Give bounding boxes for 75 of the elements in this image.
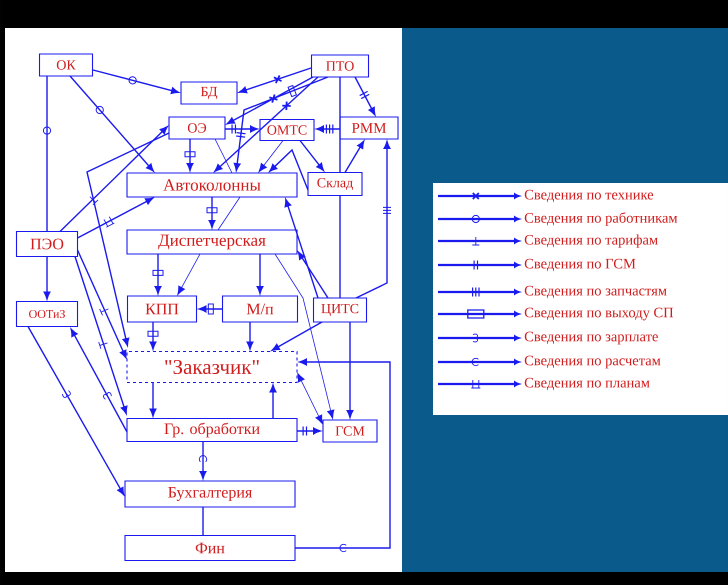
arrow — [225, 124, 258, 134]
arrow — [92, 69, 180, 94]
process-box: Диспетчерская — [126, 229, 298, 255]
connector-line — [214, 138, 232, 174]
process-box: Фин — [124, 534, 296, 562]
process-box: ПЭО — [16, 230, 78, 258]
process-box: ОМТС — [259, 118, 315, 142]
legend-text: Сведения по запчастям — [524, 286, 667, 298]
process-box: Гр. обработки — [126, 418, 298, 442]
arrow — [354, 76, 376, 116]
legend-text: Сведения по планам — [524, 378, 650, 390]
arrow — [198, 442, 208, 479]
process-box: БД — [180, 81, 238, 105]
process-box: ЦИТС — [312, 297, 368, 323]
arrow — [214, 76, 318, 172]
arrow — [77, 198, 154, 239]
process-box: М/п — [222, 295, 298, 323]
legend-text: Сведения по зарплате — [524, 332, 658, 344]
arrow — [206, 197, 218, 228]
arrow — [297, 373, 323, 424]
legend-text: Сведения по технике — [524, 190, 654, 202]
arrow — [297, 426, 321, 436]
arrow — [274, 254, 334, 419]
arrow — [298, 252, 329, 298]
arrow — [356, 141, 392, 299]
legend-text: Сведения по ГСМ — [524, 258, 636, 272]
arrow — [152, 254, 164, 294]
arrow — [148, 322, 158, 350]
connector-line — [339, 196, 341, 298]
arrow — [346, 322, 354, 418]
arrow — [184, 139, 196, 171]
arrow — [60, 126, 168, 232]
arrow — [44, 256, 50, 300]
arrow — [74, 256, 128, 414]
connector-line — [202, 507, 204, 536]
arrow — [27, 326, 124, 496]
arrow — [238, 67, 312, 94]
legend-text: Сведения по работникам — [524, 212, 678, 226]
process-box: ГСМ — [322, 419, 378, 443]
arrow — [150, 382, 156, 416]
arrow — [270, 384, 276, 418]
process-box: ОЭ — [168, 116, 226, 140]
process-box: РММ — [339, 116, 399, 140]
arrow — [284, 198, 319, 298]
arrow — [246, 322, 254, 350]
process-box: КПП — [126, 295, 198, 323]
arrow — [69, 76, 154, 172]
arrow — [299, 140, 324, 172]
legend-text: Сведения по выходу СП — [524, 308, 674, 320]
arrow — [316, 124, 340, 134]
arrow — [269, 148, 309, 190]
connector-line — [42, 76, 52, 232]
arrow — [256, 254, 264, 294]
process-box: Бухгалтерия — [124, 480, 296, 508]
connector-line — [339, 77, 341, 172]
arrow — [234, 76, 328, 171]
arrow — [177, 254, 200, 296]
arrow — [258, 140, 284, 172]
process-box: Склад — [307, 172, 363, 196]
arrow — [272, 321, 322, 351]
legend-text: Сведения по расчетам — [524, 356, 660, 368]
arrow — [198, 304, 222, 314]
arrow — [226, 76, 314, 124]
process-box: ПТО — [310, 54, 370, 78]
arrow — [86, 132, 170, 346]
process-box: "Заказчик" — [126, 350, 298, 384]
process-box: ОК — [38, 53, 94, 77]
legend-text: Сведения по тарифам — [524, 234, 658, 248]
arrow — [295, 358, 391, 552]
arrow — [70, 328, 128, 432]
arrow — [344, 140, 364, 173]
process-box: ООТиЗ — [16, 300, 78, 328]
process-box: Автоколонны — [126, 172, 298, 198]
arrow — [76, 250, 127, 358]
connector-line — [218, 196, 240, 230]
